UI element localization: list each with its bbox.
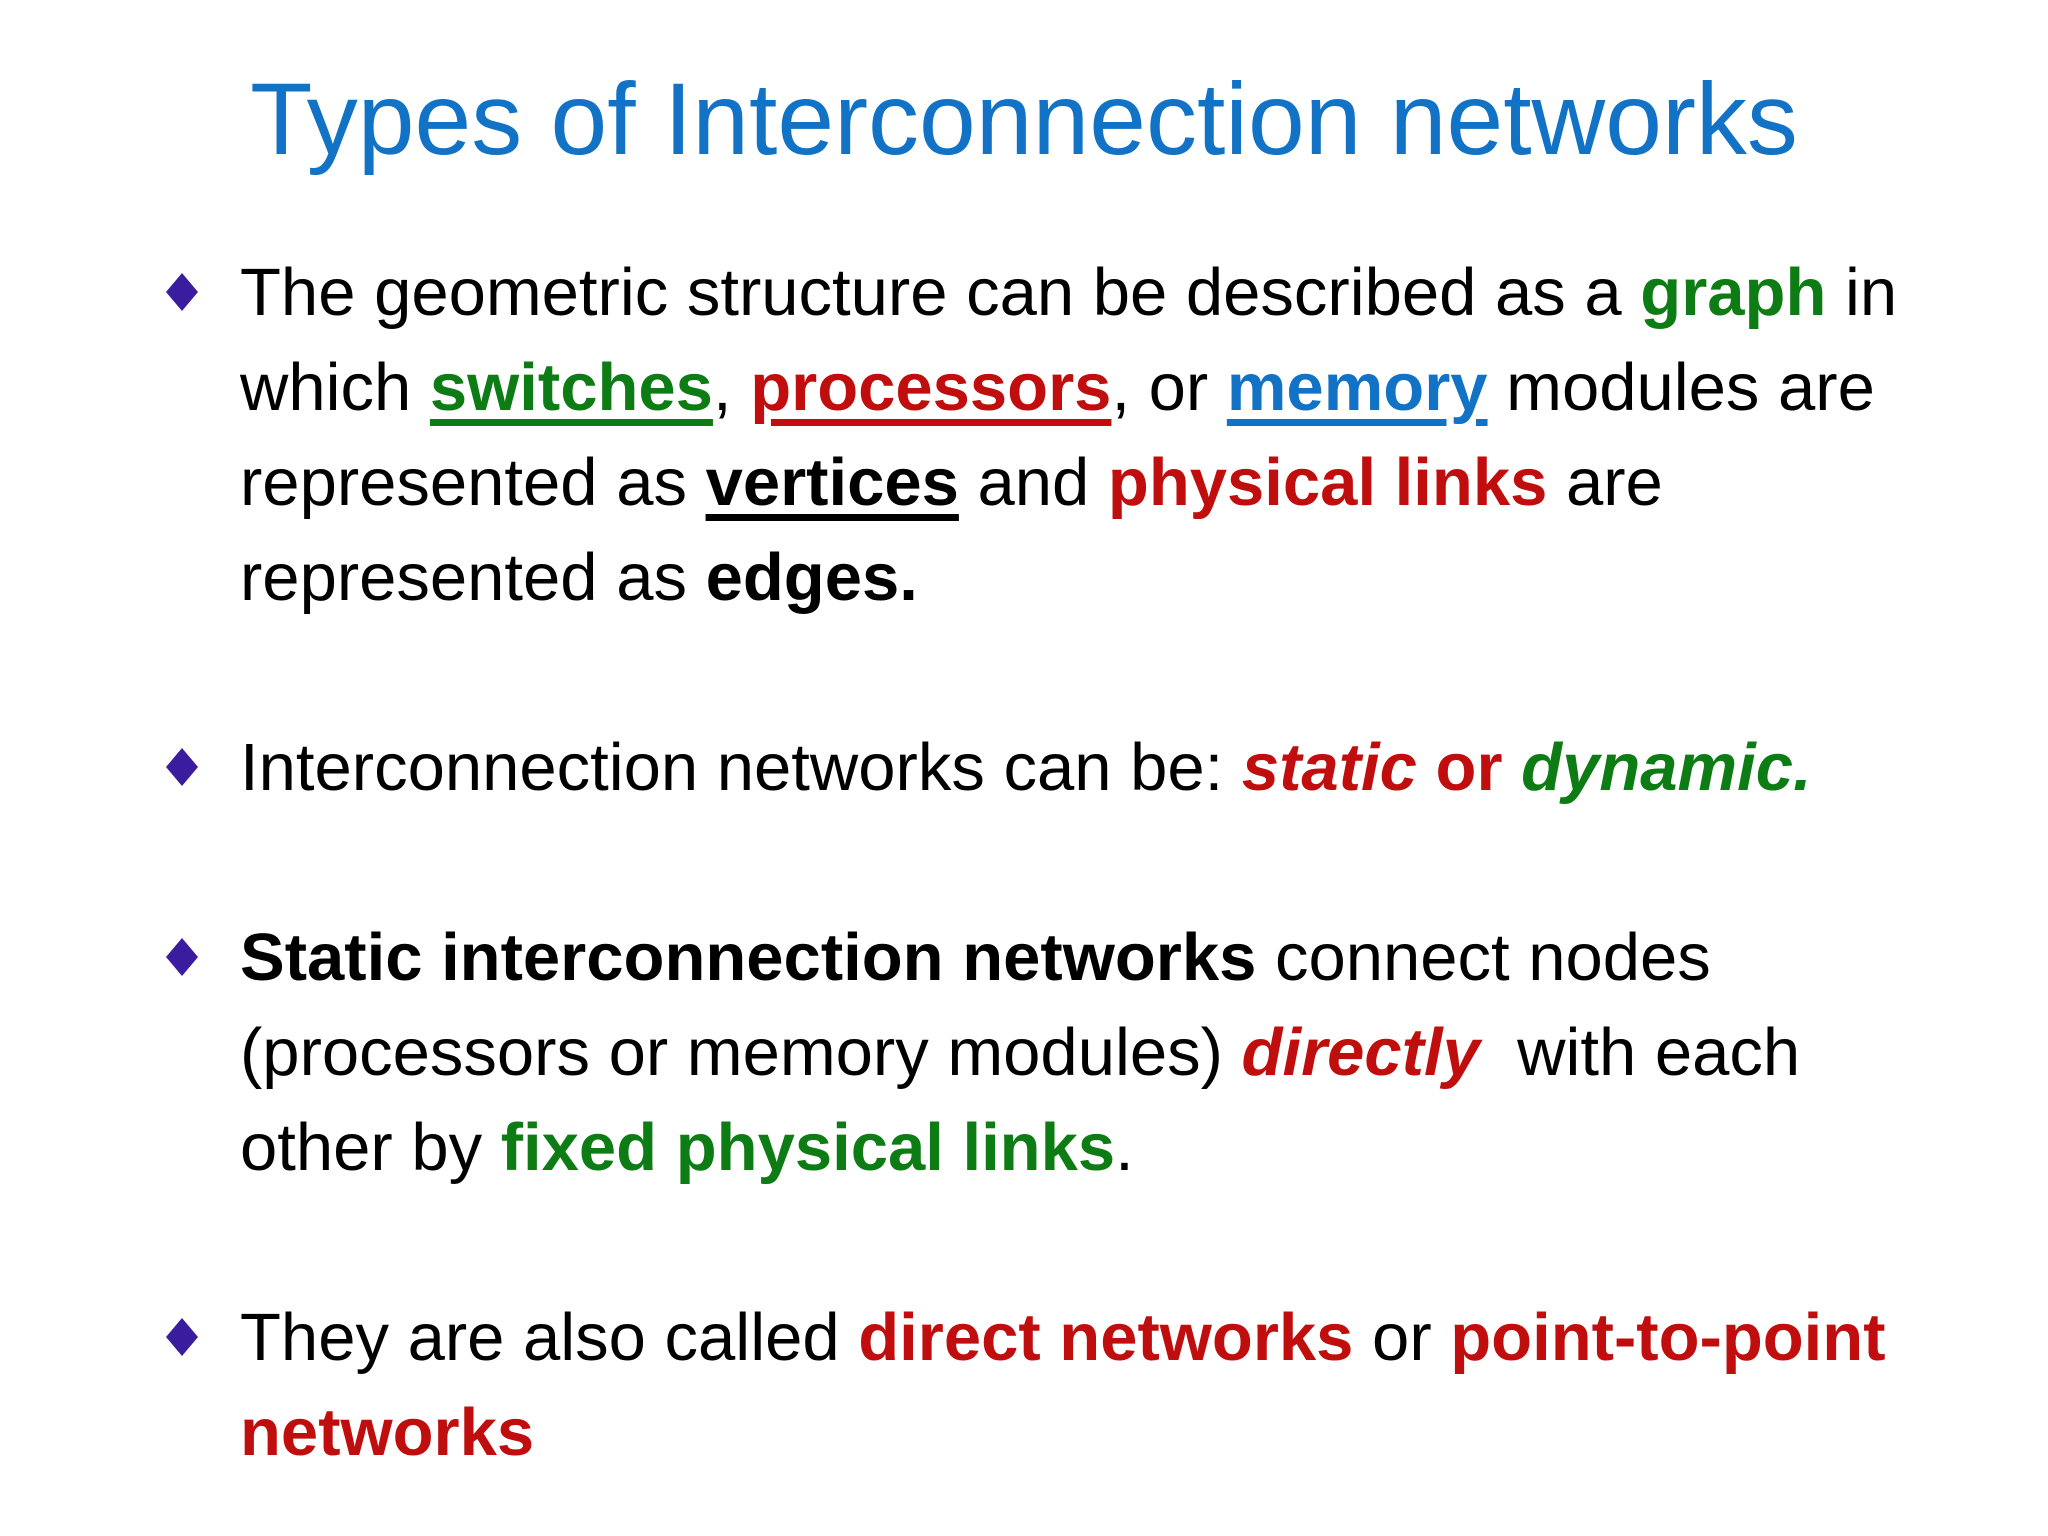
text-run: point-to-point networks bbox=[240, 1300, 1886, 1470]
bullet-item: Interconnection networks can be: static … bbox=[0, 720, 2048, 815]
text-run: connect nodes (processors or memory modu… bbox=[240, 920, 1711, 1090]
text-run: modules are represented as bbox=[240, 350, 1875, 520]
diamond-bullet-icon bbox=[166, 748, 198, 786]
text-run: They are also called bbox=[240, 1300, 859, 1375]
text-run: in which bbox=[240, 255, 1898, 425]
text-run: with each other by bbox=[240, 1015, 1801, 1185]
text-run: processors bbox=[750, 350, 1112, 425]
text-run: edges. bbox=[705, 540, 918, 615]
diamond-bullet-icon bbox=[166, 273, 198, 311]
text-run: . bbox=[1115, 1110, 1134, 1185]
bullet-item: They are also called direct networks or … bbox=[0, 1290, 2048, 1480]
text-run bbox=[1417, 730, 1436, 805]
diamond-bullet-icon bbox=[166, 938, 198, 976]
text-run: and bbox=[958, 445, 1108, 520]
bullet-text: Static interconnection networks connect … bbox=[240, 910, 2012, 1195]
bullet-item: The geometric structure can be described… bbox=[0, 245, 2048, 625]
text-run: fixed physical links bbox=[500, 1110, 1116, 1185]
bullet-list: The geometric structure can be described… bbox=[0, 245, 2048, 1480]
text-run: static bbox=[1241, 730, 1417, 805]
text-run: are represented as bbox=[240, 445, 1663, 615]
text-run: Static interconnection networks bbox=[240, 920, 1257, 995]
text-run: dynamic. bbox=[1521, 730, 1812, 805]
text-run: Interconnection networks can be: bbox=[240, 730, 1242, 805]
text-run: memory bbox=[1226, 350, 1488, 425]
page-title: Types of Interconnection networks bbox=[250, 62, 1798, 176]
text-run: switches bbox=[429, 350, 713, 425]
text-run: or bbox=[1353, 1300, 1451, 1375]
diamond-bullet-icon bbox=[166, 1318, 198, 1356]
text-run: graph bbox=[1640, 255, 1827, 330]
text-run: vertices bbox=[705, 445, 959, 520]
text-run: , bbox=[712, 350, 751, 425]
text-run: The geometric structure can be described… bbox=[240, 255, 1641, 330]
bullet-text: They are also called direct networks or … bbox=[240, 1290, 2012, 1480]
bullet-text: Interconnection networks can be: static … bbox=[240, 720, 2012, 815]
text-run: directly bbox=[1241, 1015, 1480, 1090]
bullet-text: The geometric structure can be described… bbox=[240, 245, 2012, 625]
bullet-item: Static interconnection networks connect … bbox=[0, 910, 2048, 1195]
text-run: , or bbox=[1111, 350, 1227, 425]
text-run: physical links bbox=[1107, 445, 1548, 520]
text-run: or bbox=[1435, 730, 1503, 805]
text-run: direct networks bbox=[858, 1300, 1354, 1375]
text-run bbox=[1503, 730, 1522, 805]
